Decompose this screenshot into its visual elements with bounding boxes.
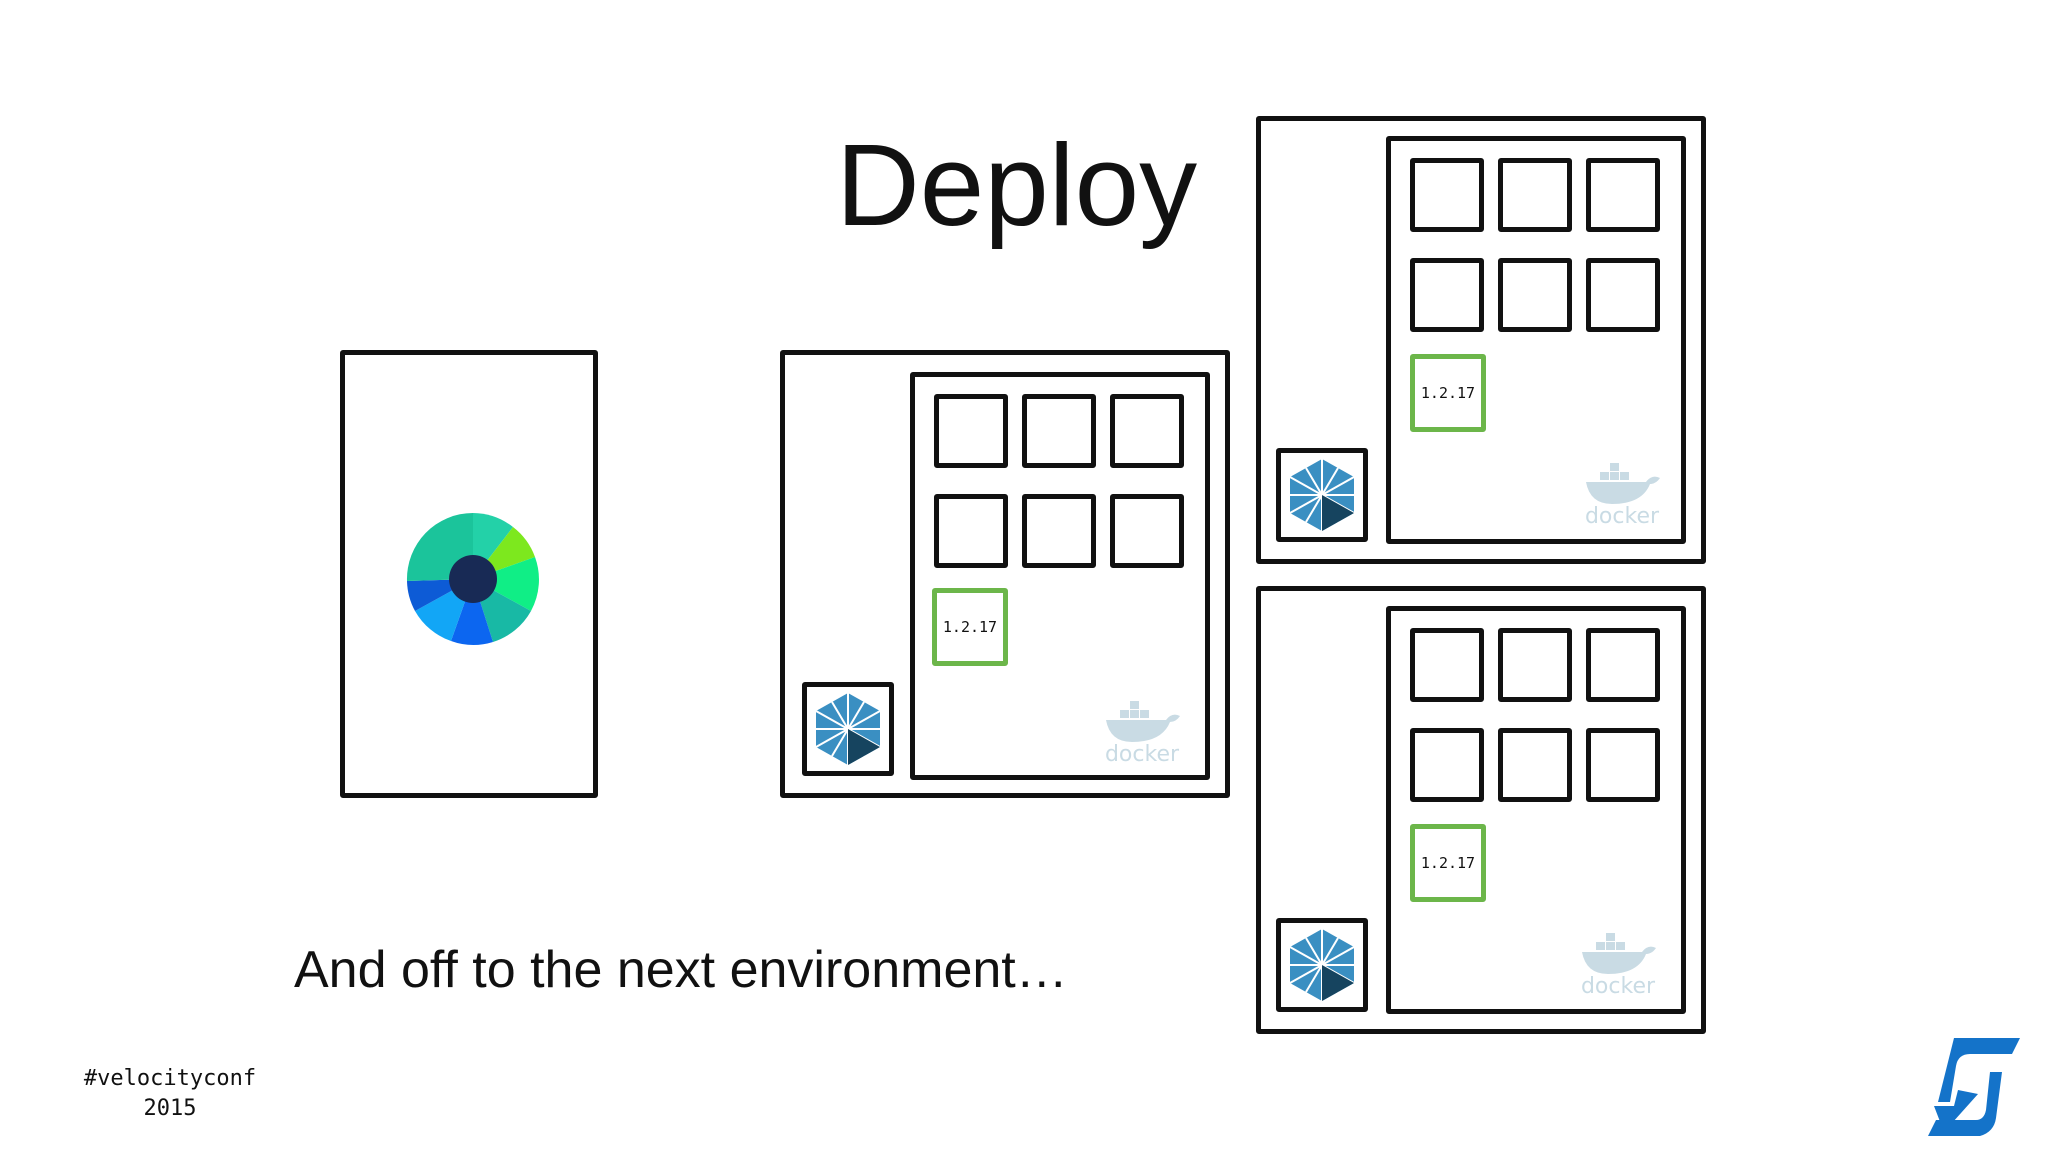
version-container-1: 1.2.17 — [932, 588, 1008, 666]
docker-label: docker — [1580, 974, 1656, 999]
container-slot — [934, 394, 1008, 468]
container-slot — [1410, 258, 1484, 332]
container-slot — [1110, 494, 1184, 568]
container-slot — [1110, 394, 1184, 468]
container-slot — [1498, 158, 1572, 232]
docker-logo-1: docker — [1102, 698, 1182, 766]
container-slot — [1586, 158, 1660, 232]
version-label: 1.2.17 — [1420, 384, 1476, 402]
docker-whale-icon — [1586, 463, 1660, 504]
container-slot — [1022, 494, 1096, 568]
environment-frame-2 — [1256, 116, 1706, 564]
docker-host-frame-2 — [1386, 136, 1686, 544]
container-slot — [1498, 258, 1572, 332]
agent-box-3 — [1276, 918, 1368, 1012]
conference-hashtag: #velocityconf — [83, 1066, 257, 1091]
container-slot — [1498, 628, 1572, 702]
container-slot — [1410, 628, 1484, 702]
docker-whale-icon — [1582, 933, 1656, 974]
container-slot — [1022, 394, 1096, 468]
docker-host-frame-1 — [910, 372, 1210, 780]
version-label: 1.2.17 — [942, 618, 998, 636]
agent-hexagon-icon — [1289, 929, 1355, 1001]
conference-tag: #velocityconf 2015 — [60, 1064, 280, 1124]
agent-box-2 — [1276, 448, 1368, 542]
conference-year: 2015 — [143, 1096, 197, 1121]
company-logo-icon — [1928, 1038, 2020, 1136]
docker-label: docker — [1584, 504, 1660, 529]
container-slot — [1498, 728, 1572, 802]
container-slot — [1410, 158, 1484, 232]
environment-frame-1 — [780, 350, 1230, 798]
docker-host-frame-3 — [1386, 606, 1686, 1014]
agent-hexagon-icon — [1289, 459, 1355, 531]
version-container-3: 1.2.17 — [1410, 824, 1486, 902]
agent-hexagon-icon — [815, 693, 881, 765]
agent-box-1 — [802, 682, 894, 776]
slide-subtitle: And off to the next environment… — [294, 941, 1068, 999]
registry-frame — [340, 350, 598, 798]
docker-logo-2: docker — [1582, 460, 1662, 528]
container-slot — [1586, 258, 1660, 332]
container-slot — [934, 494, 1008, 568]
docker-whale-icon — [1106, 701, 1180, 742]
container-slot — [1410, 728, 1484, 802]
container-slot — [1586, 628, 1660, 702]
version-container-2: 1.2.17 — [1410, 354, 1486, 432]
registry-pie-icon — [406, 513, 539, 645]
slide-title: Deploy — [836, 120, 1198, 250]
docker-label: docker — [1104, 742, 1180, 767]
container-slot — [1586, 728, 1660, 802]
environment-frame-3 — [1256, 586, 1706, 1034]
version-label: 1.2.17 — [1420, 854, 1476, 872]
docker-logo-3: docker — [1578, 930, 1658, 998]
